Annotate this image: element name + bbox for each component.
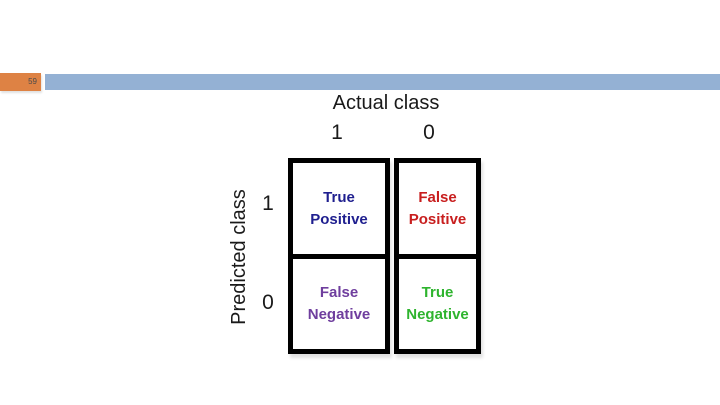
header-accent-bar — [45, 74, 720, 90]
predicted-class-label-0: 0 — [262, 291, 274, 314]
page-number: 59 — [28, 77, 37, 86]
cell-false-positive: False Positive — [408, 188, 467, 228]
predicted-class-label-1: 1 — [262, 192, 274, 215]
cell-false-negative: False Negative — [293, 254, 385, 349]
cell-true-positive: True Positive — [310, 188, 368, 228]
confusion-matrix-table: True Positive False Negative False Posit… — [288, 158, 481, 354]
matrix-column-predicted-1-actual: True Positive False Negative — [288, 158, 390, 354]
matrix-column-actual-0: False Positive True Negative — [394, 158, 481, 354]
page-number-box: 59 — [0, 73, 41, 91]
actual-class-label-0: 0 — [423, 121, 435, 144]
actual-class-label-1: 1 — [331, 121, 343, 144]
predicted-class-axis-title: Predicted class — [228, 189, 250, 325]
cell-true-negative: True Negative — [399, 254, 476, 349]
actual-class-axis-title: Actual class — [332, 92, 440, 114]
